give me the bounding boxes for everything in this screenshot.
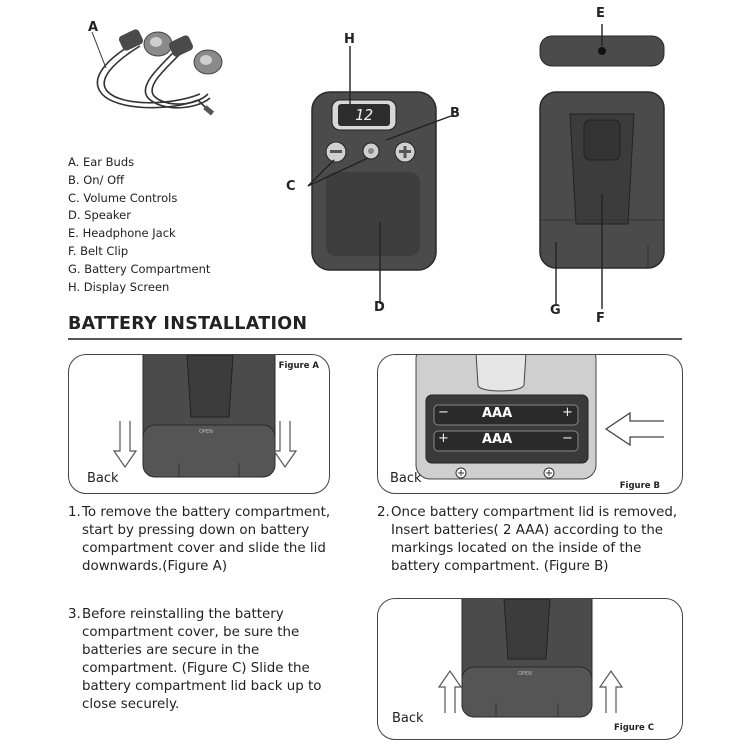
battery-2-minus: − [562, 431, 573, 446]
legend-item-speaker: D. Speaker [68, 208, 131, 223]
callout-d: D [374, 300, 385, 315]
legend-item-battery-compartment: G. Battery Compartment [68, 261, 211, 276]
battery-2-label: AAA [482, 432, 513, 447]
figure-a-label: Figure A [278, 361, 319, 371]
figure-a-illustration [112, 355, 298, 478]
step-1-line-2: start by pressing down on battery [82, 523, 310, 538]
figure-c-panel: OPEN Back Figure C [377, 598, 683, 740]
step-2-line-4: battery compartment. (Figure B) [391, 559, 609, 574]
legend-item-display-screen: H. Display Screen [68, 279, 170, 294]
step-3-line-4: compartment. (Figure C) Slide the [82, 661, 310, 676]
figure-a-cover-text: OPEN [199, 429, 213, 435]
section-title: BATTERY INSTALLATION [68, 314, 308, 334]
callout-a: A [88, 20, 99, 35]
battery-1-plus: + [562, 405, 573, 420]
device-front-illustration [307, 46, 452, 304]
figure-c-back-label: Back [392, 711, 424, 726]
step-2-number: 2. [377, 505, 390, 520]
step-2-text: 2.Once battery compartment lid is remove… [377, 504, 717, 576]
step-3-text: 3.Before reinstalling the battery compar… [68, 606, 364, 714]
figure-c-cover-text: OPEN [518, 671, 532, 677]
legend-item-headphone-jack: E. Headphone Jack [68, 226, 176, 241]
step-1-line-3: compartment cover and slide the lid [82, 541, 326, 556]
figure-b-illustration [415, 355, 664, 480]
figure-a-back-label: Back [87, 471, 119, 486]
figure-b-back-label: Back [390, 471, 422, 486]
step-2-line-1: Once battery compartment lid is removed, [391, 505, 678, 520]
legend-item-ear-buds: A. Ear Buds [68, 155, 135, 169]
step-1-line-4: downwards.(Figure A) [82, 559, 228, 574]
figure-c-illustration [437, 599, 624, 718]
parts-legend: A. Ear Buds B. On/ Off C. Volume Control… [68, 154, 210, 296]
step-3-line-1: Before reinstalling the battery [82, 607, 284, 622]
step-1-text: 1.To remove the battery compartment, sta… [68, 504, 364, 576]
step-1-line-1: To remove the battery compartment, [82, 505, 331, 520]
battery-2-plus: + [438, 431, 449, 446]
device-display-value: 12 [354, 106, 374, 124]
callout-f: F [596, 311, 605, 326]
figure-a-panel: Figure A Back OPEN [68, 354, 330, 494]
step-3-line-3: batteries are secure in the [82, 643, 260, 658]
callout-c: C [286, 179, 296, 194]
callout-h: H [344, 32, 355, 47]
callout-e: E [596, 6, 605, 21]
device-back-illustration [539, 24, 665, 309]
figure-b-label: Figure B [619, 481, 660, 491]
step-3-line-5: battery compartment lid back up to [82, 679, 322, 694]
battery-1-minus: − [438, 405, 449, 420]
section-divider [68, 338, 682, 340]
legend-item-volume-controls: C. Volume Controls [68, 190, 178, 205]
step-3-number: 3. [68, 607, 81, 622]
callout-b: B [450, 106, 460, 121]
figure-c-label: Figure C [613, 723, 654, 733]
legend-item-on-off: B. On/ Off [68, 172, 125, 187]
battery-1-label: AAA [482, 406, 513, 421]
step-3-line-6: close securely. [82, 697, 180, 712]
step-2-line-2: Insert batteries( 2 AAA) according to th… [391, 523, 664, 538]
figure-b-panel: − AAA + + AAA − Figure B Back [377, 354, 683, 494]
step-1-number: 1. [68, 505, 81, 520]
earbuds-illustration [91, 29, 223, 116]
step-3-line-2: compartment cover, be sure the [82, 625, 300, 640]
step-2-line-3: markings located on the inside of the [391, 541, 642, 556]
callout-g: G [550, 303, 561, 318]
legend-item-belt-clip: F. Belt Clip [68, 243, 129, 258]
